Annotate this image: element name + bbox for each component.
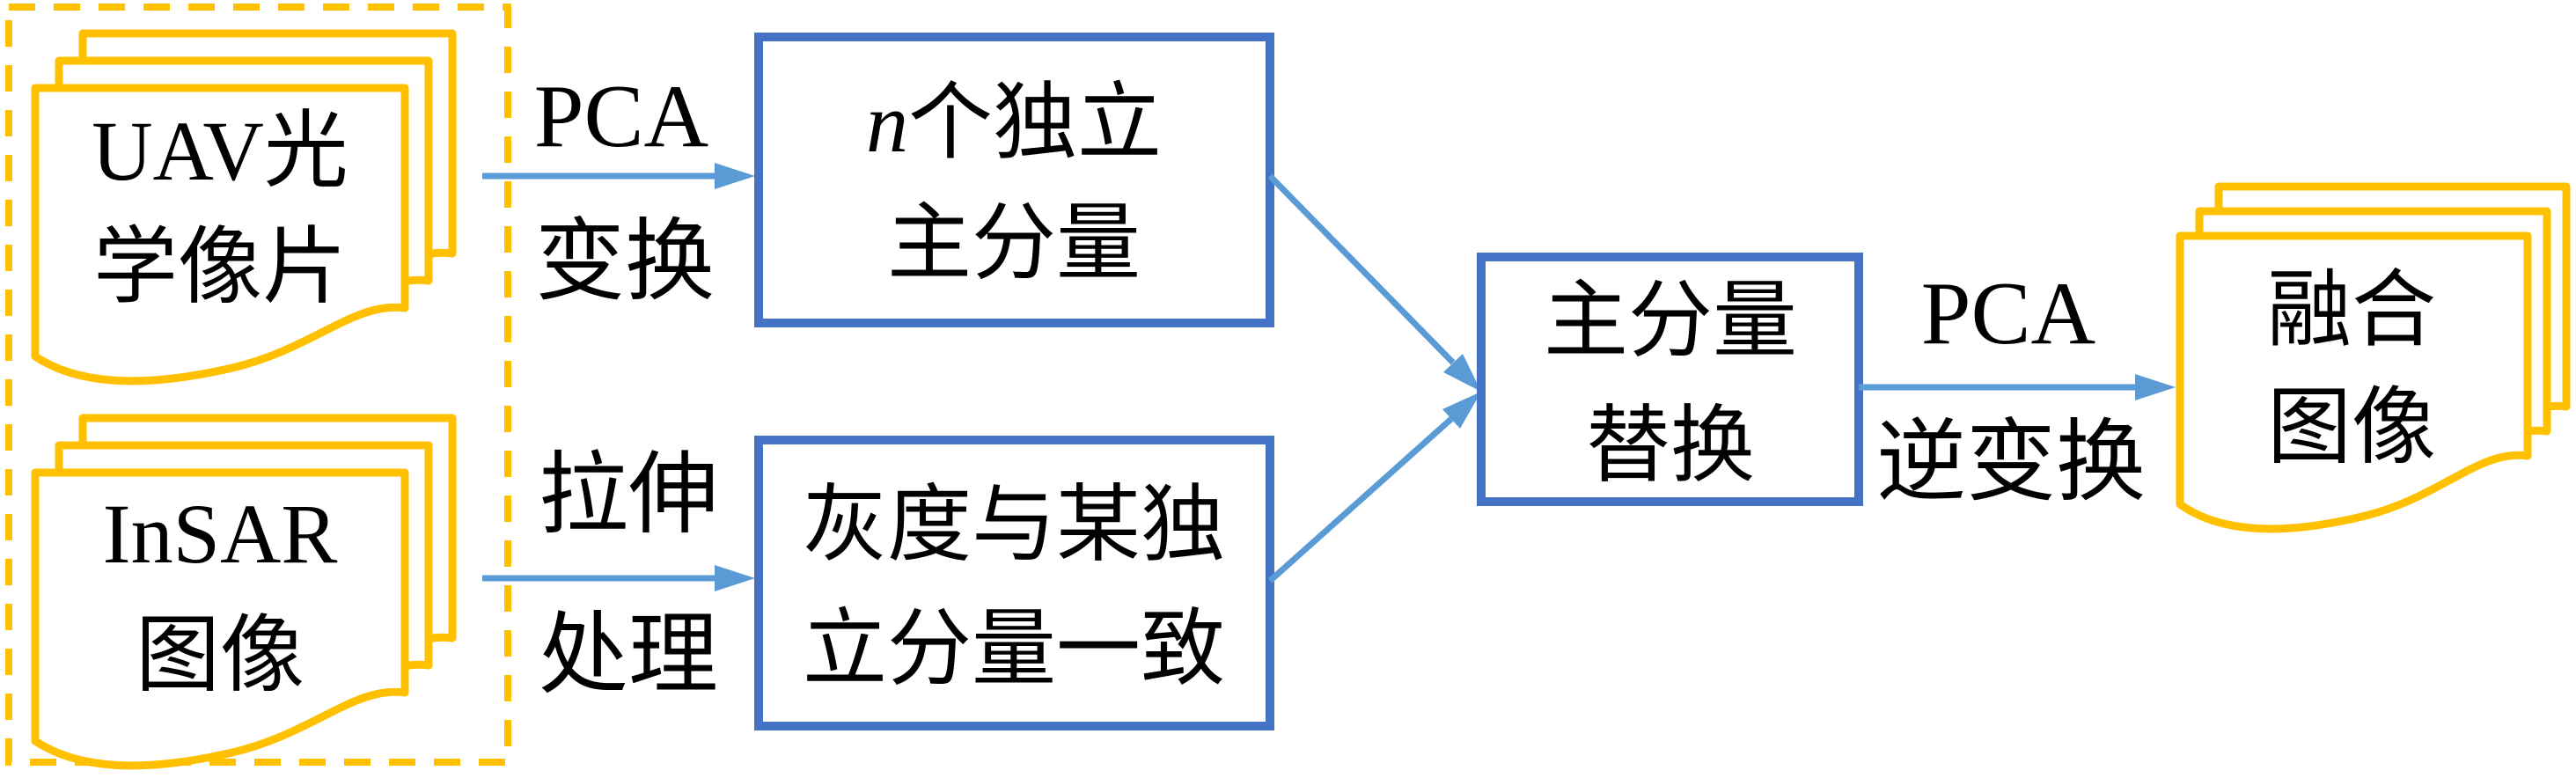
pca-transform-label-bottom: 变换 (535, 213, 715, 312)
pca-inverse-transform-arrow (1859, 374, 2176, 400)
component-substitution-box: 主分量 替换 (1477, 253, 1863, 506)
document-page-front (2176, 231, 2532, 533)
fused-image-stack: 融合 图像 (2176, 182, 2571, 533)
gray-to-substitution-arrow (1267, 392, 1481, 584)
arrowhead-icon (1442, 392, 1481, 429)
italic-n: n (866, 76, 908, 170)
process-box (754, 436, 1274, 730)
principal-components-label-line1: n个独立 (866, 76, 1162, 170)
component-substitution-label-line1: 主分量 (1544, 274, 1797, 368)
fused-image-label-line2: 图像 (2267, 380, 2436, 474)
components-to-substitution-arrow (1267, 173, 1481, 392)
insar-image-stack: InSAR 图像 (31, 414, 457, 770)
insar-stack-label-line1: InSAR (103, 487, 338, 581)
gray-consistency-label-line2: 立分量一致 (803, 602, 1225, 696)
uav-stack-label-line2: 学像片 (93, 220, 347, 314)
insar-stack-label-line2: 图像 (136, 608, 305, 702)
document-page-front (31, 84, 409, 385)
stretch-processing-arrow (482, 565, 755, 591)
principal-components-label-line2: 主分量 (887, 196, 1141, 290)
process-box (1477, 253, 1863, 506)
line1-rest: 个独立 (908, 76, 1162, 170)
pca-inverse-label-top: PCA (1921, 264, 2095, 363)
pca-transform-label-top: PCA (534, 67, 708, 166)
arrowhead-icon (715, 163, 755, 189)
stretch-label-bottom: 处理 (539, 606, 718, 706)
fused-image-label-line1: 融合 (2267, 263, 2436, 357)
uav-stack-label-line1: UAV光 (92, 104, 349, 198)
gray-consistency-label-line1: 灰度与某独 (803, 478, 1225, 572)
arrow-shaft (1267, 416, 1454, 584)
arrow-shaft (1267, 173, 1456, 365)
pca-transform-arrow (482, 163, 755, 189)
principal-components-box: n个独立 主分量 (754, 33, 1274, 327)
arrowhead-icon (2135, 374, 2176, 400)
pca-inverse-label-bottom: 逆变换 (1876, 414, 2146, 513)
gray-consistency-box: 灰度与某独 立分量一致 (754, 436, 1274, 730)
uav-image-stack: UAV光 学像片 (31, 29, 457, 385)
arrowhead-icon (715, 565, 755, 591)
stretch-label-top: 拉伸 (539, 446, 718, 546)
component-substitution-label-line2: 替换 (1586, 399, 1755, 493)
arrowhead-icon (1443, 354, 1481, 392)
document-page-front (31, 468, 409, 770)
input-group-dashed-border (5, 4, 511, 766)
